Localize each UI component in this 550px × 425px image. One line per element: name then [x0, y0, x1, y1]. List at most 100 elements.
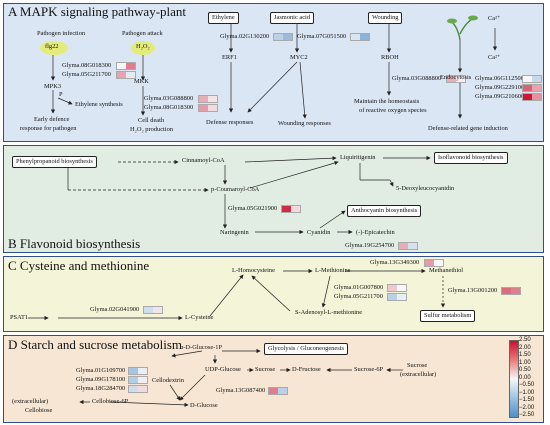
label-h2o2-production: H₂O₂ production: [130, 126, 173, 133]
heatmap-cell: [117, 63, 126, 69]
legend-tick: 0.50: [519, 367, 531, 373]
heatmap-cell: [269, 388, 278, 394]
label-methionine: L-Methionine: [315, 267, 351, 274]
gene-ca-1: Glyma.06G112500: [475, 75, 524, 82]
gene-c4: Glyma.13G001200: [448, 287, 498, 294]
gene-jasmonic: Glyma.07G051500: [297, 33, 347, 40]
heatmap-h2o2-2: [198, 104, 218, 112]
heatmap-cell: [144, 307, 153, 313]
gene-b1: Glyma.05G021900: [228, 205, 278, 212]
heatmap-cell: [397, 294, 406, 300]
heatmap-ethylene: [273, 33, 293, 41]
heatmap-ca-2: [522, 84, 542, 92]
heatmap-cell: [208, 96, 217, 102]
heatmap-cell: [351, 34, 360, 40]
label-flg22: flg22: [45, 43, 59, 50]
heatmap-cell: [274, 34, 283, 40]
gene-h2o2-2: Glyma.08G018300: [144, 104, 194, 111]
label-rboh: RBOH: [381, 54, 399, 61]
heatmap-flg-2: [116, 71, 136, 79]
heatmap-cell: [502, 288, 511, 294]
gene-ethylene: Glyma.02G130200: [220, 33, 270, 40]
label-sucrose-ext-2: (extracellular): [400, 371, 437, 378]
heatmap-cell: [360, 34, 369, 40]
heatmap-ca-1: [522, 75, 542, 83]
heatmap-d1-2: [128, 376, 148, 384]
h2o2-node: [131, 41, 155, 55]
box-anthocyanin: Anthocyanin biosynthesis: [347, 205, 422, 218]
heatmap-cell: [208, 105, 217, 111]
heatmap-c1: [424, 259, 444, 267]
label-udp-glucose: UDP-Glucose: [205, 366, 241, 373]
panel-title-d: D Starch and sucrose metabolism: [8, 337, 183, 352]
heatmap-d1-1: [128, 367, 148, 375]
gene-d1-3: Glyma.18G284700: [76, 385, 126, 392]
gene-ca-3: Glyma.09G210600: [475, 93, 525, 100]
label-early-defence-2: response for pathogen: [20, 125, 77, 132]
heatmap-cell: [456, 76, 465, 82]
label-deoxyleucocyanidin: 5-Deoxyleucocyanidin: [396, 185, 455, 192]
label-mpk3: MPK3: [44, 83, 62, 90]
heatmap-cell: [388, 294, 397, 300]
heatmap-cell: [199, 96, 208, 102]
heatmap-cell: [523, 94, 532, 100]
heatmap-jasmonic: [350, 33, 370, 41]
heatmap-cell: [278, 388, 287, 394]
heatmap-cell: [117, 72, 126, 78]
gene-flg-2: Glyma.05G211700: [62, 71, 111, 78]
box-glycolysis: Glycolysis / Gluconeogenesis: [264, 343, 348, 356]
heatmap-rboh: [446, 75, 466, 83]
legend-tick: −2.50: [519, 412, 535, 418]
gene-d2: Glyma.13G087400: [216, 387, 266, 394]
label-naringenin: Naringenin: [220, 229, 249, 236]
label-defense-responses: Defense responses: [206, 119, 254, 126]
label-p-coumaroyl-coa: p-Coumaroyl-CoA: [211, 186, 260, 193]
panel-title-a: A MAPK signaling pathway-plant: [8, 4, 187, 19]
label-ca-2: Ca²⁺: [488, 54, 501, 61]
heatmap-cell: [532, 94, 541, 100]
heatmap-cell: [532, 76, 541, 82]
heatmap-b1: [281, 205, 301, 213]
box-ethylene: Ethylene: [208, 12, 239, 25]
heatmap-cell: [153, 307, 162, 313]
heatmap-cell: [447, 76, 456, 82]
heatmap-cell: [511, 288, 520, 294]
heatmap-cell: [408, 243, 417, 249]
heatmap-cell: [126, 63, 135, 69]
heatmap-c4: [501, 287, 521, 295]
heatmap-cell: [129, 368, 138, 374]
color-scale-legend: [509, 340, 519, 418]
gene-c2: Glyma.02G041900: [90, 306, 140, 313]
heatmap-c2: [143, 306, 163, 314]
label-homocysteine: L-Homocysteine: [232, 267, 275, 274]
label-epicatechin: (-)-Epicatechin: [356, 229, 395, 236]
label-methanethiol: Methanethiol: [429, 267, 464, 274]
label-early-defence-1: Early defence: [34, 116, 70, 123]
gene-h2o2-1: Glyma.03G088800: [144, 95, 194, 102]
heatmap-cell: [434, 260, 443, 266]
gene-c1: Glyma.13G349300: [370, 259, 420, 266]
legend-tick: 0.00: [519, 374, 531, 381]
label-pathogen-infection: Pathogen infection: [37, 30, 86, 37]
label-cellobiose-6p: Cellobiose-6P: [92, 398, 129, 405]
gene-d1-1: Glyma.01G109700: [76, 367, 126, 374]
label-psat1: PSAT1: [10, 314, 29, 321]
label-cellobiose-ext-1: (extracellular): [12, 398, 49, 405]
flg22-node: [40, 41, 68, 55]
heatmap-cell: [523, 76, 532, 82]
label-endocytosis: Endocytosis: [440, 74, 472, 81]
heatmap-cell: [523, 85, 532, 91]
label-sucrose-6p: Sucrose-6P: [354, 366, 384, 373]
label-wounding-responses: Wounding responses: [278, 120, 331, 127]
label-cellobiose-ext-2: Cellobiose: [25, 407, 53, 414]
panel-title-b: B Flavonoid biosynthesis: [8, 236, 141, 251]
legend-tick: 1.50: [519, 352, 531, 358]
gene-c3-1: Glyma.01G007800: [334, 284, 384, 291]
label-cysteine: L-Cysteine: [185, 314, 214, 321]
label-ca-1: Ca²⁺: [488, 15, 501, 22]
heatmap-cell: [388, 285, 397, 291]
label-homeostasis-2: of reactive oxygen species: [359, 107, 427, 114]
box-phenylpropanoid: Phenylpropanoid biosynthesis: [12, 156, 97, 169]
heatmap-cell: [291, 206, 300, 212]
